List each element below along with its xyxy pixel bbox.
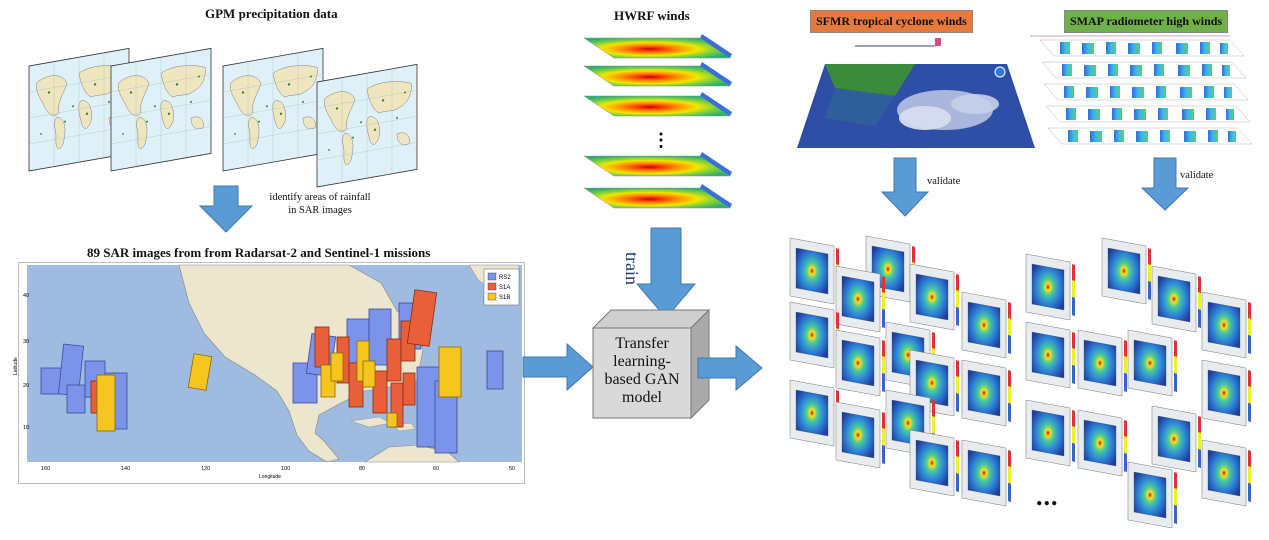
smap-title: SMAP radiometer high winds xyxy=(1064,10,1229,33)
y-tick-20: 20 xyxy=(23,383,29,389)
x-tick-140: 140 xyxy=(121,466,130,472)
sar-ylabel: Latitude xyxy=(13,357,19,375)
hwrf-stack: ⋮ xyxy=(583,33,733,209)
x-tick-80: 80 xyxy=(359,466,365,472)
legend-swatch-s1a xyxy=(487,282,497,291)
smap-validate-arrow xyxy=(1140,157,1190,211)
output-wind-maps xyxy=(789,235,1252,529)
gpm-map-stack xyxy=(25,36,435,188)
smap-image xyxy=(1030,35,1253,145)
sar-to-model-arrow xyxy=(522,342,594,392)
sfmr-title: SFMR tropical cyclone winds xyxy=(810,10,973,33)
rainfall-note-line2: in SAR images xyxy=(288,205,352,216)
x-tick-100: 100 xyxy=(281,466,290,472)
sfmr-validate-arrow xyxy=(880,157,930,217)
sar-xlabel: Longitude xyxy=(259,474,281,480)
rainfall-note: identify areas of rainfall in SAR images xyxy=(250,191,390,217)
legend-label-s1a: S1A xyxy=(499,285,510,291)
train-label: train xyxy=(622,252,642,285)
sar-map: RS2 S1A S1B 40 30 20 10 Latitude 160 140… xyxy=(13,264,522,480)
legend-label-s1b: S1B xyxy=(499,295,510,301)
sar-map-panel: RS2 S1A S1B 40 30 20 10 Latitude 160 140… xyxy=(13,262,525,484)
y-tick-30: 30 xyxy=(23,339,29,345)
model-to-output-arrow xyxy=(697,344,763,392)
train-arrow xyxy=(635,227,697,319)
x-tick-120: 120 xyxy=(201,466,210,472)
y-tick-10: 10 xyxy=(23,425,29,431)
outputs-ellipsis: ... xyxy=(1036,482,1059,511)
sfmr-validate-label: validate xyxy=(927,176,961,187)
sfmr-image xyxy=(797,38,1035,148)
hwrf-more-indicator: ⋮ xyxy=(652,130,670,150)
gpm-down-arrow xyxy=(198,185,254,233)
y-tick-40: 40 xyxy=(23,293,29,299)
legend-swatch-s1b xyxy=(487,292,497,301)
sar-title: 89 SAR images from from Radarsat-2 and S… xyxy=(87,245,431,260)
gan-model-line2: learning- xyxy=(613,353,671,370)
gan-model-line1: Transfer xyxy=(615,335,669,352)
gan-model-label: Transfer learning- based GAN model xyxy=(593,335,691,407)
gan-model-line3: based GAN xyxy=(604,371,680,388)
x-tick-60: 60 xyxy=(433,466,439,472)
rainfall-note-line1: identify areas of rainfall xyxy=(269,192,371,203)
gan-model-line4: model xyxy=(622,389,662,406)
gpm-maps xyxy=(28,47,418,188)
x-tick-50: 50 xyxy=(509,466,515,472)
smap-validate-label: validate xyxy=(1180,170,1214,181)
legend-label-rs2: RS2 xyxy=(499,275,511,281)
gpm-title: GPM precipitation data xyxy=(205,6,338,21)
x-tick-160: 160 xyxy=(41,466,50,472)
legend-swatch-rs2 xyxy=(487,272,497,281)
hwrf-title: HWRF winds xyxy=(614,8,690,23)
